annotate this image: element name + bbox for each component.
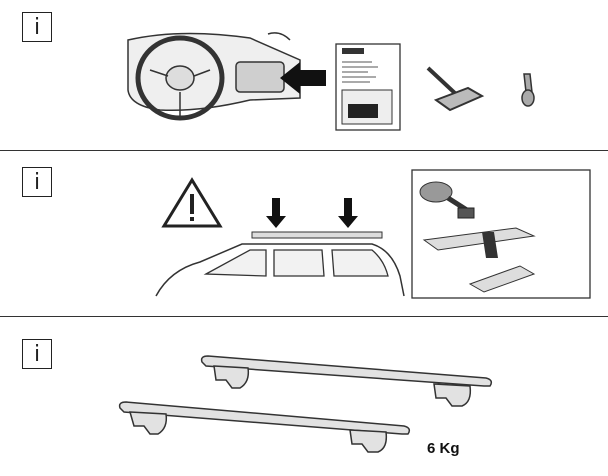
key-icon: [521, 73, 535, 107]
roof-bars-pair-illustration: [118, 355, 493, 453]
t-wrench-icon: [426, 66, 485, 112]
down-arrow-icon: [266, 198, 358, 228]
info-marker-1: i: [22, 12, 52, 42]
car-roof-bars-illustration: [155, 169, 591, 299]
car-glovebox-illustration: [127, 32, 535, 131]
weight-label: 6 Kg: [427, 440, 460, 457]
strap-detail-box: [411, 169, 591, 299]
divider-1: [0, 150, 608, 151]
divider-2: [0, 316, 608, 317]
warning-triangle-icon: [161, 177, 223, 228]
info-marker-3: i: [22, 339, 52, 369]
roof-bar-front: [118, 401, 411, 453]
info-marker-2: i: [22, 167, 52, 197]
roof-bar-rear: [200, 355, 493, 407]
arrow-left-icon: [280, 62, 326, 94]
manual-booklet-icon: [335, 43, 401, 131]
